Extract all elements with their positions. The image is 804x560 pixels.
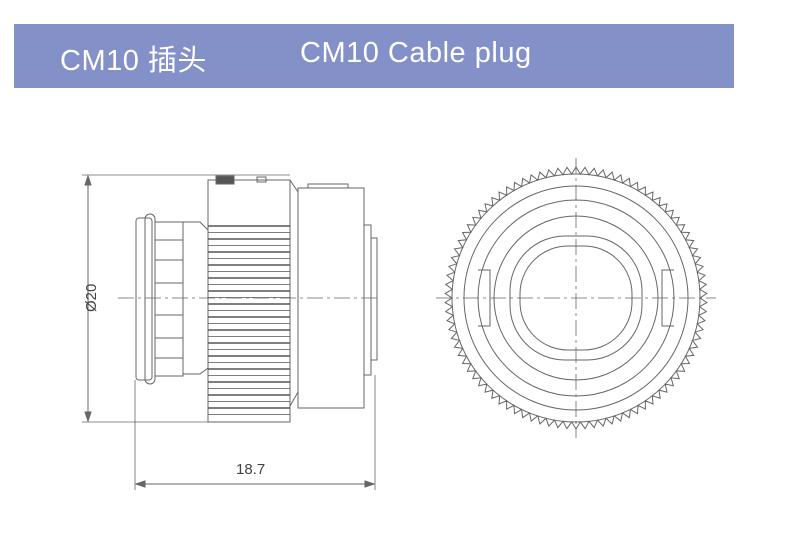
title-chinese: CM10 插头 bbox=[60, 45, 207, 77]
side-view: Ø20 18.7 bbox=[82, 174, 380, 490]
title-banner: CM10 插头 CM10 Cable plug bbox=[14, 24, 734, 88]
title-english: CM10 Cable plug bbox=[300, 37, 532, 69]
front-view bbox=[436, 158, 716, 438]
diameter-label: Ø20 bbox=[83, 284, 100, 312]
length-label: 18.7 bbox=[236, 461, 265, 478]
